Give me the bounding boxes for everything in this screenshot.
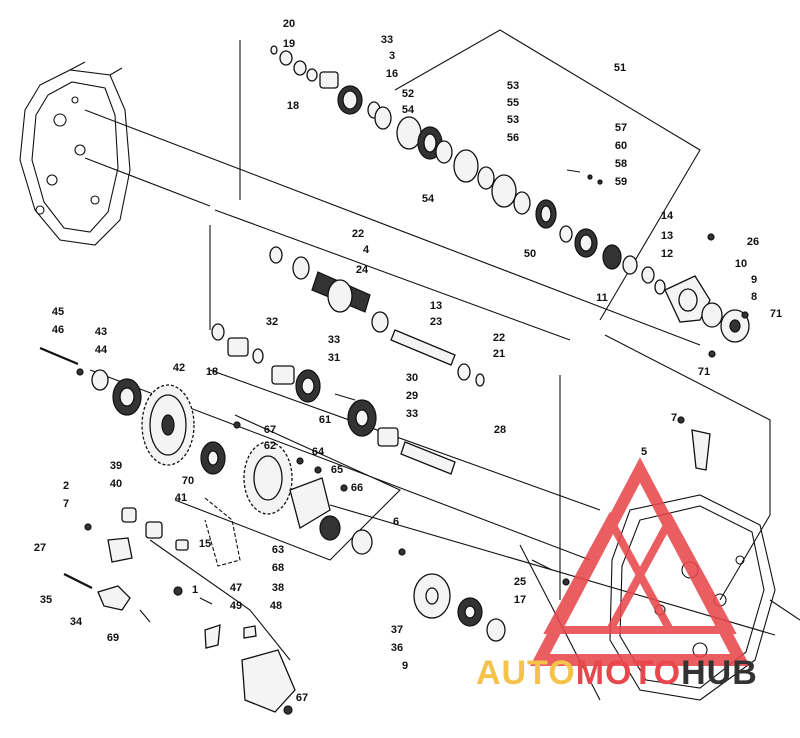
watermark-text: AUTOMOTOHUB [476, 654, 758, 692]
callout-label: 61 [319, 414, 331, 426]
callout-label: 44 [95, 344, 108, 356]
callout-label: 42 [173, 362, 185, 374]
callout-label: 45 [52, 306, 64, 318]
callout-label: 49 [230, 600, 242, 612]
callout-label: 55 [507, 97, 519, 109]
callout-label: 9 [751, 274, 757, 286]
callout-label: 3 [389, 50, 395, 62]
callout-label: 48 [270, 600, 282, 612]
callout-label: 16 [386, 68, 398, 80]
callout-label: 33 [328, 334, 340, 346]
callout-label: 46 [52, 324, 64, 336]
callout-label: 35 [40, 594, 52, 606]
callout-label: 40 [110, 478, 122, 490]
callout-label: 53 [507, 80, 519, 92]
callout-label: 36 [391, 642, 403, 654]
middle-shaft-parts [269, 246, 485, 387]
callout-label: 13 [661, 230, 673, 242]
callout-label: 15 [199, 538, 211, 550]
callout-label: 51 [614, 62, 626, 74]
callout-label: 71 [698, 366, 710, 378]
callout-label: 56 [507, 132, 519, 144]
callout-label: 7 [671, 412, 677, 424]
callout-label: 67 [264, 424, 276, 436]
callout-label: 54 [402, 104, 415, 116]
callout-label: 21 [493, 348, 505, 360]
callout-label: 24 [356, 264, 369, 276]
callout-label: 53 [507, 114, 519, 126]
bracket-51 [394, 29, 701, 321]
callout-label: 71 [770, 308, 782, 320]
callout-label: 39 [110, 460, 122, 472]
callout-label: 10 [735, 258, 747, 270]
callout-label: 37 [391, 624, 403, 636]
callout-label: 12 [661, 248, 673, 260]
callout-label: 68 [272, 562, 284, 574]
tensioner-parts [63, 507, 296, 715]
callout-label: 67 [296, 692, 308, 704]
callout-label: 32 [266, 316, 278, 328]
callout-label: 54 [422, 193, 435, 205]
lower-shaft-parts [211, 323, 456, 475]
chain-41 [204, 497, 241, 567]
callout-label: 17 [514, 594, 526, 606]
callout-label: 26 [747, 236, 759, 248]
callout-label: 41 [175, 492, 187, 504]
callout-label: 33 [381, 34, 393, 46]
callout-label: 33 [406, 408, 418, 420]
callout-label: 65 [331, 464, 343, 476]
callout-label: 2 [63, 480, 69, 492]
callout-label: 5 [641, 446, 647, 458]
bracket-right [604, 334, 771, 601]
callout-label: 34 [70, 616, 83, 628]
callout-label: 27 [34, 542, 46, 554]
callout-label: 11 [596, 292, 608, 304]
watermark-logo [530, 457, 750, 666]
callout-label: 7 [63, 498, 69, 510]
callout-label: 22 [493, 332, 505, 344]
callout-label: 18 [206, 366, 218, 378]
callout-label: 57 [615, 122, 627, 134]
callout-label: 14 [661, 210, 674, 222]
callout-label: 43 [95, 326, 107, 338]
drive-flange-parts [413, 559, 570, 642]
callout-label: 38 [272, 582, 284, 594]
callout-label: 6 [393, 516, 399, 528]
callout-label: 31 [328, 352, 340, 364]
sprocket-assembly [39, 346, 406, 556]
callout-label: 70 [182, 475, 194, 487]
callout-label: 4 [363, 244, 370, 256]
callout-label: 1 [192, 584, 198, 596]
callout-label: 69 [107, 632, 119, 644]
callout-label: 59 [615, 176, 627, 188]
callout-label: 29 [406, 390, 418, 402]
callout-label: 66 [351, 482, 363, 494]
callout-label: 13 [430, 300, 442, 312]
callout-label: 20 [283, 18, 295, 30]
callout-label: 30 [406, 372, 418, 384]
chaincase-housing-left [19, 61, 131, 246]
callout-label: 9 [402, 660, 408, 672]
callout-label: 23 [430, 316, 442, 328]
callout-label: 8 [751, 291, 757, 303]
callout-label: 50 [524, 248, 536, 260]
callout-label: 25 [514, 576, 526, 588]
callout-label: 28 [494, 424, 506, 436]
callout-label: 52 [402, 88, 414, 100]
upper-shaft-parts [270, 45, 750, 358]
callout-label: 47 [230, 582, 242, 594]
callout-label: 62 [264, 440, 276, 452]
bracket-part-5 [691, 429, 711, 471]
callout-label: 22 [352, 228, 364, 240]
callout-label: 19 [283, 38, 295, 50]
callout-label: 58 [615, 158, 627, 170]
callout-label: 18 [287, 100, 299, 112]
callout-label: 60 [615, 140, 627, 152]
callout-label: 63 [272, 544, 284, 556]
callout-label: 64 [312, 446, 325, 458]
